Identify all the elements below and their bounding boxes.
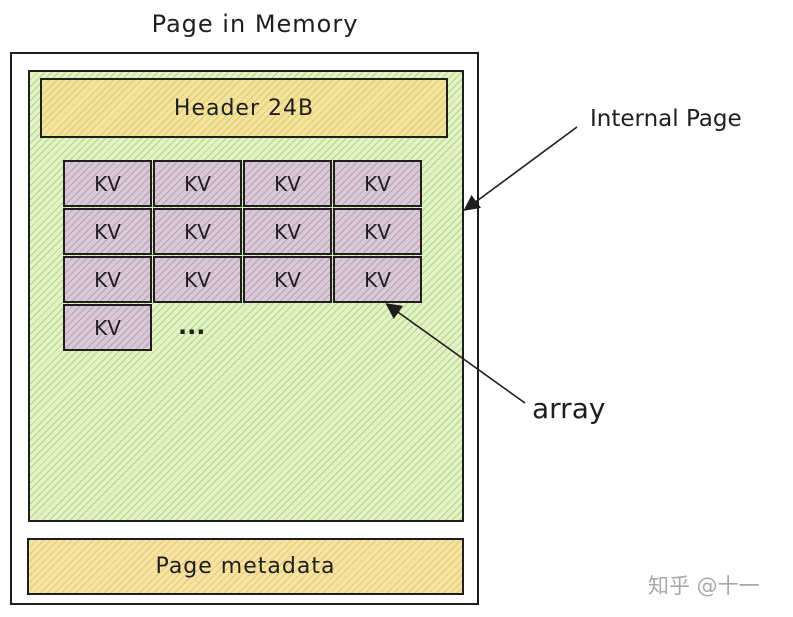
kv-cell: KV [63, 256, 152, 303]
kv-label: KV [274, 267, 301, 292]
kv-label: KV [184, 267, 211, 292]
kv-label: KV [274, 171, 301, 196]
kv-label: KV [184, 219, 211, 244]
kv-label: KV [184, 171, 211, 196]
kv-label: KV [364, 171, 391, 196]
page-metadata-block: Page metadata [27, 538, 464, 595]
page-metadata-label: Page metadata [155, 554, 336, 579]
kv-cell: KV [243, 208, 332, 255]
kv-cell: KV [63, 160, 152, 207]
kv-cell: KV [63, 304, 152, 351]
internal-page-label: Internal Page [590, 106, 742, 132]
kv-label: KV [274, 219, 301, 244]
watermark: 知乎 @十一 [648, 574, 760, 598]
kv-cell: KV [333, 208, 422, 255]
kv-cell: KV [243, 160, 332, 207]
kv-cell: KV [243, 256, 332, 303]
kv-cell: KV [333, 256, 422, 303]
kv-label: KV [94, 315, 121, 340]
header-label: Header 24B [173, 95, 315, 121]
kv-cell: KV [153, 160, 242, 207]
array-label: array [532, 392, 606, 425]
kv-label: KV [94, 171, 121, 196]
kv-label: KV [364, 267, 391, 292]
kv-cell: KV [153, 256, 242, 303]
header-block: Header 24B [40, 78, 448, 138]
internal-page-arrow [463, 126, 578, 211]
array-ellipsis: ... [178, 312, 206, 340]
kv-cell: KV [153, 208, 242, 255]
kv-label: KV [364, 219, 391, 244]
kv-cell: KV [63, 208, 152, 255]
kv-label: KV [94, 219, 121, 244]
diagram-title: Page in Memory [151, 10, 359, 38]
kv-cell: KV [333, 160, 422, 207]
array-arrow [385, 303, 526, 404]
kv-label: KV [94, 267, 121, 292]
